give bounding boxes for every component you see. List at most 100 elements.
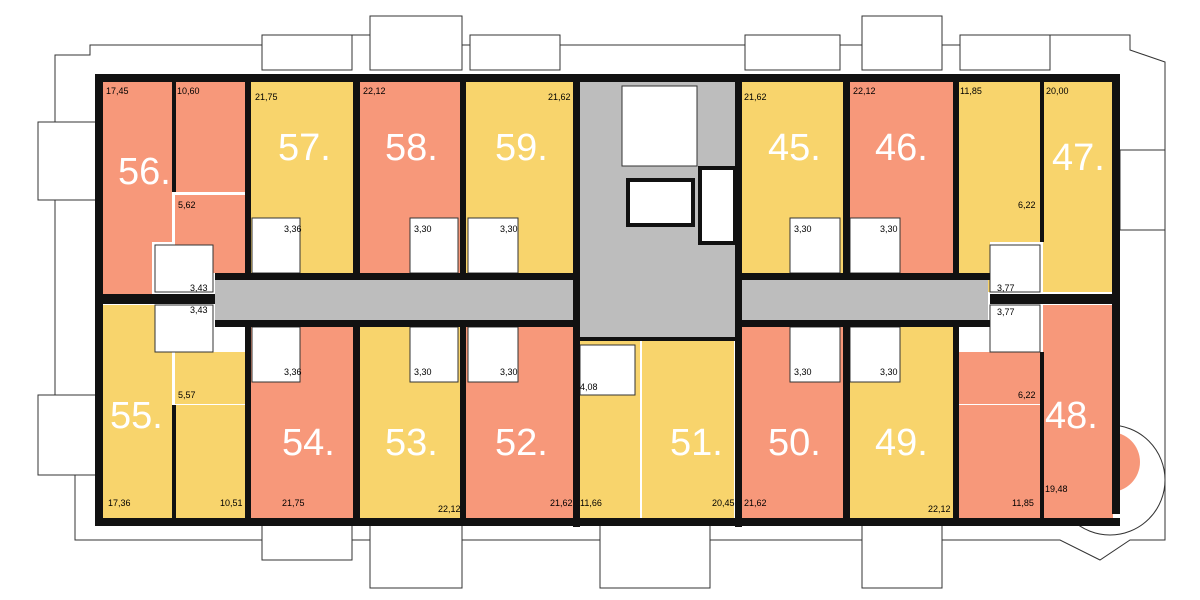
area-label: 20,45 [712,498,735,508]
corridor-left [215,280,575,320]
apt-47-room1 [958,82,1040,242]
balcony-bottom-1 [369,519,463,589]
wall-v10 [353,325,360,520]
wall-v3 [460,82,466,275]
area-label: 17,36 [108,498,131,508]
balcony-bottom-3 [861,519,943,589]
area-label: 21,62 [744,498,767,508]
area-label: 3,77 [997,307,1015,317]
wall-bottom [95,518,1120,526]
balcony-top-1 [369,15,463,71]
apt-45-label: 45. [768,127,821,169]
apt-48-room1 [958,405,1040,518]
apt-53-label: 53. [385,422,438,464]
balcony-top-2 [469,34,561,71]
balcony-top-3 [744,34,841,71]
area-label: 4,08 [580,382,598,392]
apt-56-label: 56. [118,151,171,193]
wall-v14 [1040,352,1044,518]
apt-50-label: 50. [768,422,821,464]
elevator [626,178,695,227]
area-label: 5,57 [178,390,196,400]
bath-52 [467,326,519,383]
wall-v4 [573,82,580,527]
area-label: 17,45 [106,86,129,96]
area-label: 22,12 [853,86,876,96]
bath-56 [154,244,214,293]
bath-51 [579,344,636,396]
area-label: 22,12 [363,86,386,96]
bath-54 [251,326,301,383]
wall-v5 [735,82,742,527]
shaft [698,166,737,245]
area-label: 22,12 [928,504,951,514]
apt-54-label: 54. [282,422,335,464]
wall-h1 [95,294,215,304]
wall-right [1112,74,1120,514]
area-label: 6,22 [1018,390,1036,400]
apt-51-main [642,340,734,518]
area-label: 21,75 [282,498,305,508]
corridor [215,82,988,337]
apt-49-label: 49. [875,422,928,464]
balcony-top-left [261,34,353,71]
area-label: 3,30 [880,367,898,377]
apt-56-hall2 [102,242,152,294]
apt-46-label: 46. [875,127,928,169]
area-label: 5,62 [178,200,196,210]
area-labels: 17,45 10,60 21,75 22,12 21,62 21,62 22,1… [106,86,1069,514]
apt-48-label: 48. [1045,395,1098,437]
area-label: 3,30 [794,224,812,234]
wall-v6 [843,82,850,275]
apt-48-bay [1080,432,1140,492]
wall-v11 [460,325,466,520]
area-label: 21,75 [255,92,278,102]
area-label: 10,51 [220,498,243,508]
wall-v15 [172,82,176,192]
area-label: 3,43 [190,305,208,315]
bath-53 [409,326,459,383]
wall-core [578,337,738,341]
apt-58-label: 58. [385,127,438,169]
balcony-bottom-4 [261,519,353,561]
wall-top [95,74,1120,82]
apt-56-room2 [175,82,245,192]
area-label: 3,77 [997,283,1015,293]
area-label: 11,85 [1012,498,1034,508]
area-label: 3,30 [794,367,812,377]
balcony-top-4 [861,15,943,71]
wall-corridor-bot-l [215,320,575,327]
wall-corridor-top-r [740,273,990,280]
apt-59-label: 59. [495,127,548,169]
wall-h2 [990,294,1115,304]
wall-v1 [245,82,251,275]
area-label: 21,62 [548,92,571,102]
wall-v8 [1040,82,1044,242]
area-label: 22,12 [438,504,461,514]
area-label: 3,30 [414,367,432,377]
bath-55 [154,304,214,353]
wall-v12 [843,325,850,520]
bath-47 [989,244,1041,293]
area-label: 11,85 [960,86,982,96]
wall-corridor-bot-r [740,320,990,327]
area-label: 3,36 [284,224,302,234]
bath-57 [251,217,301,274]
area-label: 6,22 [1018,200,1036,210]
area-label: 3,30 [500,367,518,377]
balcony-left-1 [37,121,97,201]
apt-55-label: 55. [110,395,163,437]
area-label: 21,62 [550,498,573,508]
area-label: 19,48 [1045,484,1068,494]
bath-48 [989,304,1041,353]
area-label: 3,30 [414,224,432,234]
area-label: 3,36 [284,367,302,377]
apt-51-label: 51. [670,422,723,464]
apt-55-room2 [175,405,245,518]
bath-50 [789,326,841,383]
apt-48-hall [958,352,1040,404]
balcony-right-1 [1119,149,1166,231]
area-label: 3,30 [500,224,518,234]
apartment-numbers: 56. 57. 58. 59. 45. 46. 47. 55. 54. 53. … [110,127,1105,464]
